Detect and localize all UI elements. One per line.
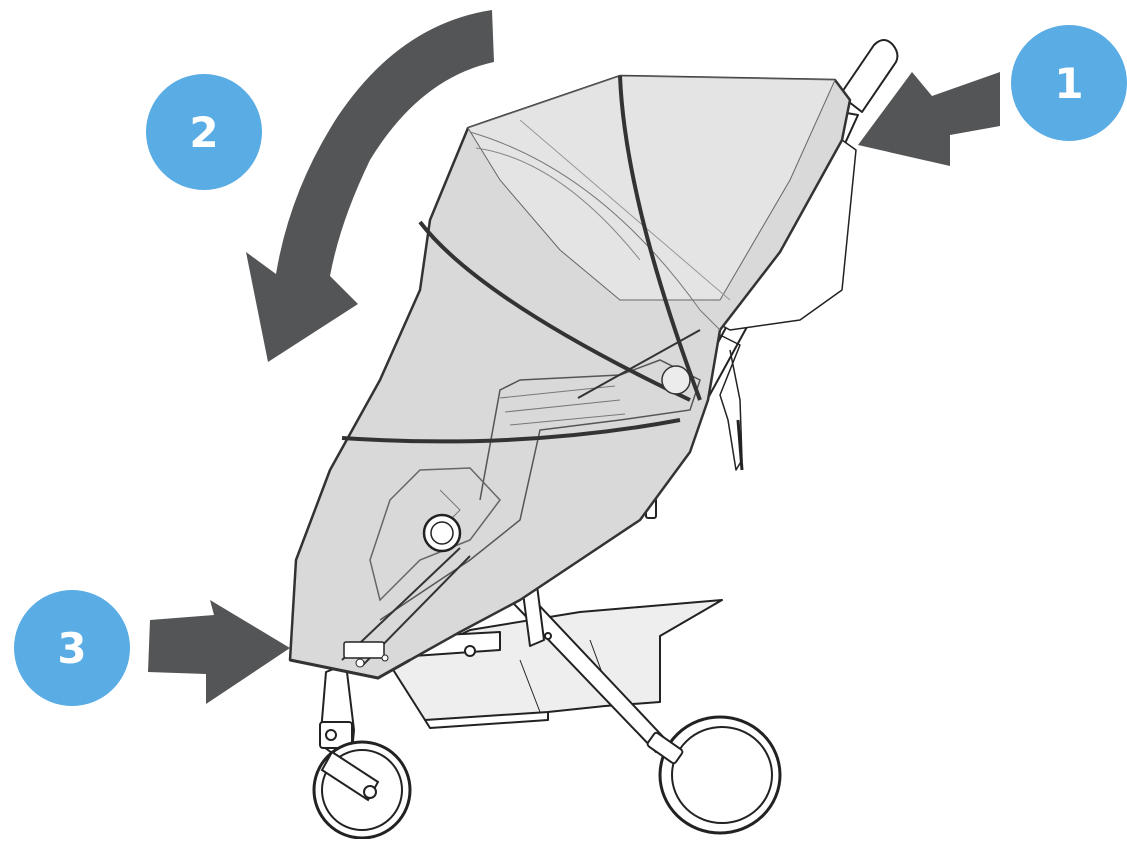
step-number-1: 1 — [1054, 59, 1083, 108]
arrow-right — [148, 600, 290, 704]
step-badge-1: 1 — [1011, 25, 1127, 141]
step-badge-2: 2 — [146, 74, 262, 190]
rear-wheel — [646, 717, 780, 833]
step-number-2: 2 — [189, 108, 218, 157]
front-leg — [320, 664, 354, 756]
rain-cover — [290, 76, 850, 678]
step-badge-3: 3 — [14, 590, 130, 706]
front-wheel — [314, 742, 410, 838]
arrow-right-shape — [148, 600, 290, 704]
step-number-3: 3 — [57, 624, 86, 673]
